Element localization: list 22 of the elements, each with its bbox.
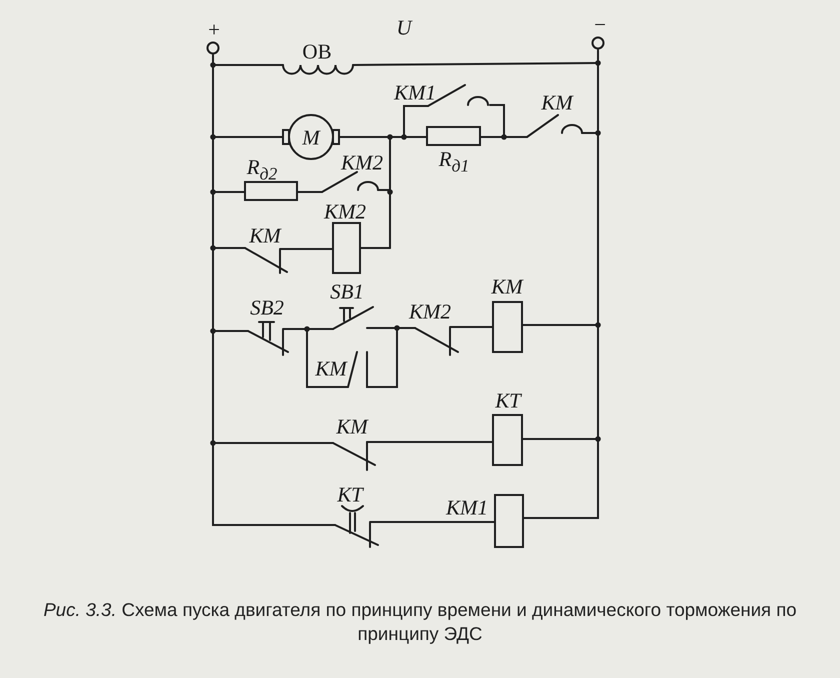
component-label: R$_{д1}$ [438,149,470,175]
component-label: КМ [541,92,573,114]
component-label: SB1 [330,282,364,302]
sign: − [594,14,606,36]
motor-label: М [302,128,320,148]
component-label: КМ [491,276,523,298]
component-label: КМ2 [409,302,451,322]
component-label: ОВ [302,42,332,62]
component-label: КТ [337,484,363,506]
component-label: R$_{д2}$ [246,157,278,183]
component-label: КМ2 [324,202,366,222]
component-label: КТ [495,390,521,412]
voltage-label: U [396,18,412,38]
component-label: КМ1 [446,498,488,518]
component-label: КМ [315,358,347,380]
sign: + [208,20,220,40]
component-label: SB2 [250,298,284,318]
figure-caption: Рис. 3.3. Схема пуска двигателя по принципу времени и динамического торможения по принципу ЭДС [42,598,798,646]
component-label: КМ [249,226,281,246]
component-label: КМ1 [394,82,436,104]
component-label: КМ2 [341,152,383,174]
component-label: КМ [336,416,368,438]
